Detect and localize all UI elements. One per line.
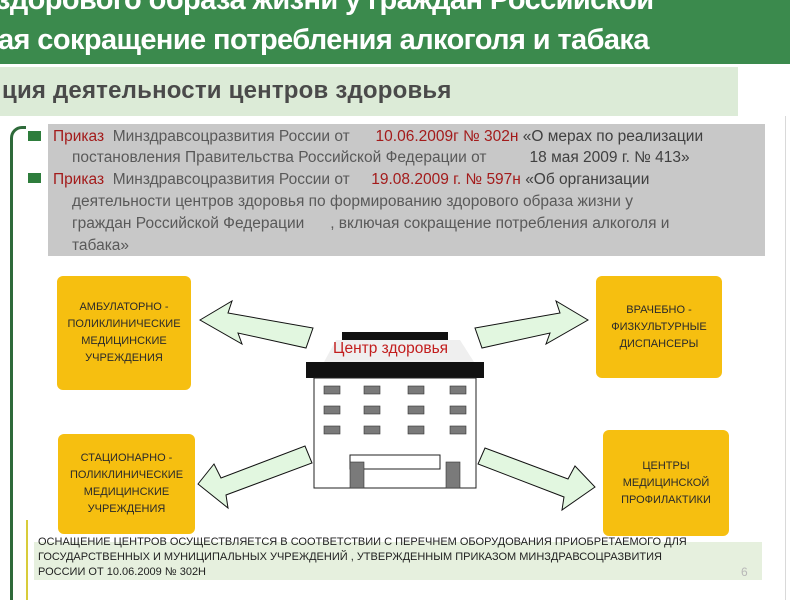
order-1-decree-date: 18 мая 2009 г. № 413» — [529, 149, 690, 166]
slide-title-line-1: здорового образа жизни у граждан Российс… — [0, 0, 654, 16]
page-number: 6 — [741, 565, 748, 579]
box-inpatient-clinics: Стационарно - поликлинические медицински… — [58, 434, 195, 534]
footer-note: Оснащение центров осуществляется в соотв… — [38, 536, 687, 578]
title-banner-edge — [790, 0, 800, 64]
arrow-to-bottom-right — [477, 447, 596, 512]
arrow-to-top-left — [199, 299, 314, 349]
order-1-decree: постановления Правительства Российской Ф… — [72, 149, 487, 166]
order-2-line-2: деятельности центров здоровья по формиро… — [72, 193, 633, 210]
building-door-right — [445, 461, 461, 489]
order-2-line-3: граждан Российской Федерации , включая с… — [72, 214, 669, 234]
building-windows — [323, 385, 467, 435]
left-bracket-decoration — [10, 126, 26, 600]
health-center-building-icon — [306, 332, 484, 489]
order-1-prefix: Приказ — [53, 128, 105, 145]
order-2-ministry: Минздравсоцразвития России от — [112, 171, 350, 188]
order-2-line-1: Приказ Минздравсоцразвития России от 19.… — [53, 170, 649, 190]
right-divider — [785, 116, 786, 600]
box-sports-medicine-dispensaries: Врачебно - физкультурные диспансеры — [596, 276, 722, 378]
order-2-number: 19.08.2009 г. № 597н — [371, 171, 521, 188]
bullet-icon — [28, 173, 41, 183]
left-accent-line — [26, 520, 28, 600]
building-roof-band — [306, 362, 484, 378]
footer-band — [34, 542, 762, 580]
order-1-title-start: «О мерах по реализации — [522, 128, 704, 145]
health-center-label-part1: Центр — [333, 340, 378, 357]
order-2-title-start: «Об организации — [525, 171, 650, 188]
order-1-ministry: Минздравсоцразвития России от — [112, 128, 350, 145]
subtitle-band: ция деятельности центров здоровья — [0, 67, 738, 116]
order-1-line-1: Приказ Минздравсоцразвития России от 10.… — [53, 127, 703, 147]
arrow-to-top-right — [474, 299, 589, 349]
box-outpatient-clinics: Амбулаторно - поликлинические медицински… — [57, 276, 191, 390]
health-center-label-part2: здоровья — [377, 340, 449, 357]
order-1-line-2: постановления Правительства Российской Ф… — [72, 148, 690, 168]
arrow-to-bottom-left — [197, 445, 313, 510]
slide-title-line-2: ая сокращение потребления алкоголя и таб… — [0, 24, 649, 56]
title-banner: здорового образа жизни у граждан Российс… — [0, 0, 790, 64]
building-door-left — [349, 461, 365, 489]
order-2-line-3a: граждан Российской Федерации — [72, 215, 305, 232]
health-center-label: Центр здоровья — [333, 340, 448, 358]
orders-box — [48, 124, 765, 256]
slide-subtitle: ция деятельности центров здоровья — [2, 77, 452, 104]
building-roof-slope — [324, 340, 474, 362]
box-prevention-centers: Центры медицинской профилактики — [603, 430, 729, 536]
bullet-icon — [28, 131, 41, 141]
order-2-line-3b: , включая сокращение потребления алкогол… — [330, 215, 670, 232]
order-2-line-4: табака» — [72, 237, 130, 254]
order-1-number: 10.06.2009г № 302н — [375, 128, 519, 145]
order-2-prefix: Приказ — [53, 171, 105, 188]
